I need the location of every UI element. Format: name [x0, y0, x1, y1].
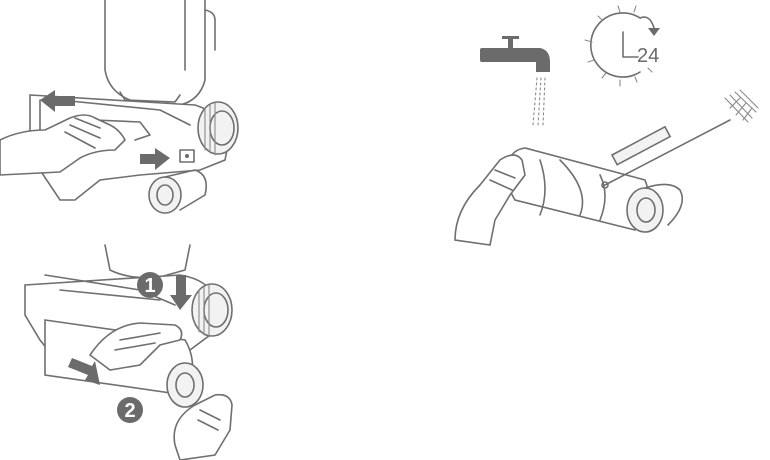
roller-washing-illustration: 24 — [440, 0, 770, 250]
step-2-label: 2 — [124, 400, 135, 422]
roller-release-icon — [0, 0, 270, 215]
water-tap-icon — [480, 36, 550, 125]
clock-hours-label: 24 — [637, 45, 659, 67]
roller-removal-icon: 1 2 — [0, 245, 270, 460]
clock-24-hour-icon: 24 — [585, 6, 660, 86]
roller-washing-scene: 24 — [440, 0, 770, 250]
step-1-label: 1 — [144, 275, 155, 297]
roller-release-illustration — [0, 0, 270, 215]
cleaning-brush-icon — [602, 90, 758, 188]
roller-removal-illustration: 1 2 — [0, 245, 270, 460]
